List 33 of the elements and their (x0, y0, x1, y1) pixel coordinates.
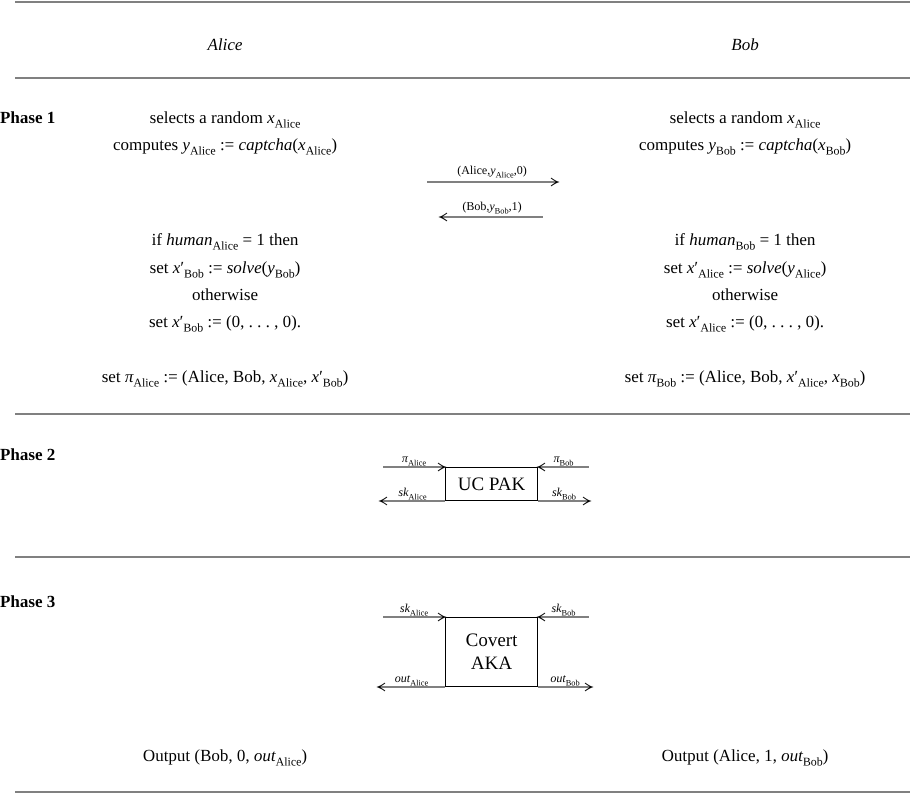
party-name: Alice (208, 35, 242, 55)
functionality-box: Covert AKA (445, 617, 538, 687)
protocol-step: computes y$_{Alice}$ := captcha(x$_{Alice}$) (113, 135, 337, 160)
edge-label: out$_{Bob}$ (550, 671, 580, 690)
edge-label: sk$_{Alice}$ (400, 601, 428, 620)
edge-label: π$_{Alice}$ (402, 451, 426, 470)
phase-heading: Phase 3 (0, 592, 56, 612)
protocol-step: otherwise (192, 285, 258, 305)
protocol-step: set x′$_{Alice}$ := solve(y$_{Alice}$) (664, 258, 826, 284)
protocol-step: set x′$_{Bob}$ := (0, . . . , 0). (148, 312, 302, 338)
phase-heading: Phase 1 (0, 108, 56, 128)
edge-label: sk$_{Bob}$ (552, 485, 576, 504)
functionality-box: UC PAK (445, 467, 538, 501)
protocol-step: if human$_{Alice}$ = 1 then (152, 230, 298, 256)
protocol-step: otherwise (712, 285, 778, 305)
protocol-step: set x′$_{Bob}$ := solve(y$_{Bob}$) (150, 258, 300, 284)
protocol-step: set x′$_{Alice}$ := (0, . . . , 0). (666, 312, 824, 338)
protocol-step: computes y$_{Bob}$ := captcha(x$_{Bob}$) (638, 135, 852, 160)
protocol-step: selects a random x$_{Alice}$ (150, 108, 300, 134)
edge-label: out$_{Alice}$ (394, 671, 428, 690)
protocol-step: selects a random x$_{Alice}$ (670, 108, 820, 134)
party-name: Bob (731, 35, 759, 55)
protocol-step: if human$_{Bob}$ = 1 then (674, 230, 816, 256)
phase-heading: Phase 2 (0, 445, 56, 465)
protocol-step: set π$_{Alice}$ := (Alice, Bob, x$_{Alice}$, x′$_{Bob}$) (102, 367, 348, 392)
message-label: (Alice,y$_{Alice}$,0) (457, 163, 527, 182)
message-label: (Bob,y$_{Bob}$,1) (462, 199, 522, 218)
protocol-step: set π$_{Bob}$ := (Alice, Bob, x′$_{Alice}$, x$_{Bob}$) (624, 367, 866, 392)
edge-label: sk$_{Alice}$ (398, 485, 427, 504)
edge-label: π$_{Bob}$ (554, 451, 574, 470)
protocol-step: Output (Bob, 0, out$_{Alice}$) (142, 746, 308, 772)
edge-label: sk$_{Bob}$ (552, 601, 576, 620)
protocol-step: Output (Alice, 1, out$_{Bob}$) (662, 746, 828, 772)
